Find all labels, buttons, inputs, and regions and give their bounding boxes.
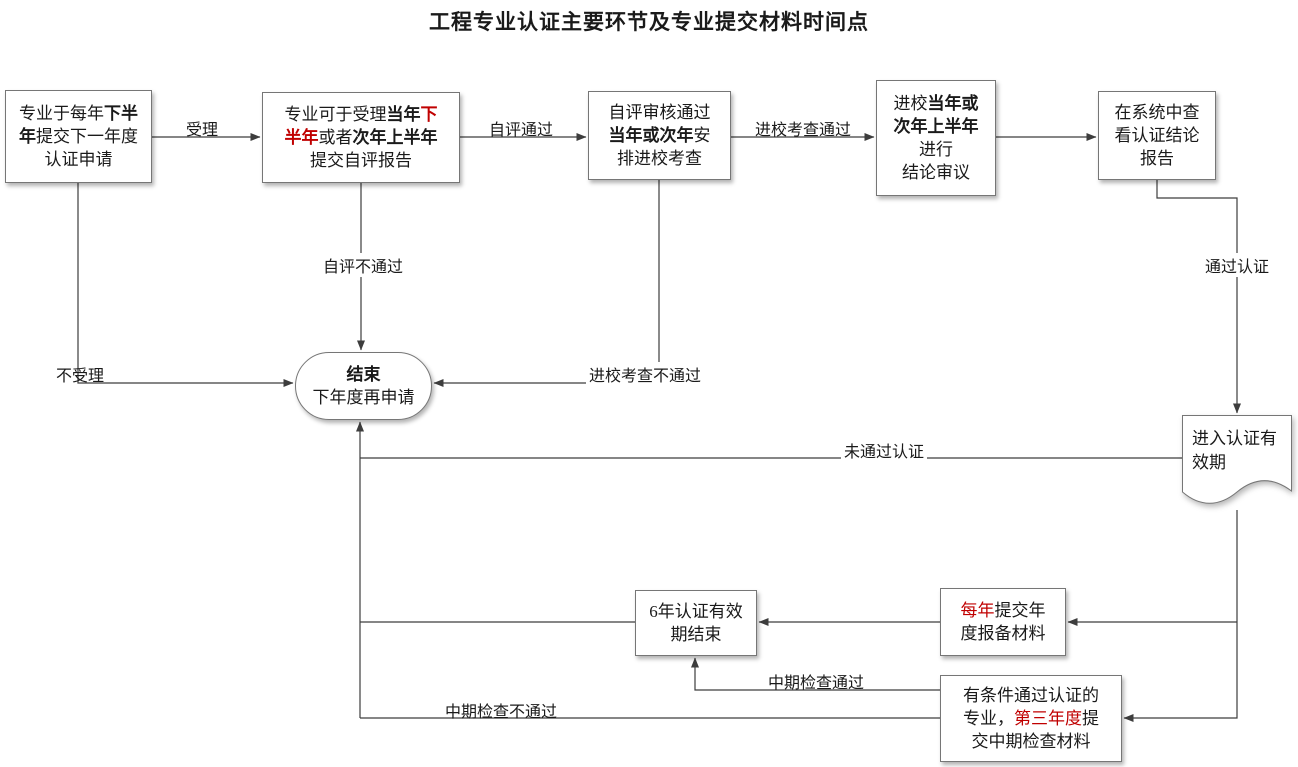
node-conclusion-review: 进校当年或次年上半年进行结论审议 bbox=[876, 80, 996, 196]
node-conditional-midterm-materials: 有条件通过认证的专业，第三年度提交中期检查材料 bbox=[940, 675, 1122, 762]
node-view-result-report: 在系统中查看认证结论报告 bbox=[1098, 91, 1216, 180]
edge-label-accept: 受理 bbox=[185, 122, 219, 139]
document-shape bbox=[1182, 415, 1292, 504]
edge-label-reject: 不受理 bbox=[55, 368, 105, 385]
edge-onsite-fail bbox=[433, 180, 660, 387]
edge-reject bbox=[77, 183, 294, 387]
edge-validity-to-conditional bbox=[1123, 510, 1238, 722]
node-six-year-validity-end: 6年认证有效期结束 bbox=[635, 590, 757, 656]
edge-label-self-eval-fail: 自评不通过 bbox=[319, 253, 407, 277]
edge-label-onsite-fail: 进校考查不通过 bbox=[585, 362, 705, 386]
edge-cert-pass bbox=[1156, 180, 1241, 414]
node-application-submit: 专业于每年下半年提交下一年度认证申请 bbox=[5, 90, 152, 183]
edge-label-cert-fail: 未通过认证 bbox=[840, 438, 928, 462]
node-end-reapply: 结束下年度再申请 bbox=[295, 352, 432, 420]
node-validity-period: 进入认证有效期 bbox=[1182, 415, 1292, 515]
edge-label-midterm-fail: 中期检查不通过 bbox=[444, 704, 558, 721]
node-annual-filing-materials: 每年提交年度报备材料 bbox=[940, 588, 1066, 656]
node-self-report-submit: 专业可于受理当年下半年或者次年上半年提交自评报告 bbox=[262, 92, 460, 183]
node-onsite-inspection: 自评审核通过当年或次年安排进校考查 bbox=[588, 91, 731, 180]
edge-label-cert-pass: 通过认证 bbox=[1201, 253, 1273, 277]
page-title: 工程专业认证主要环节及专业提交材料时间点 bbox=[429, 10, 869, 34]
edge-label-onsite-pass: 进校考查通过 bbox=[754, 122, 852, 139]
node-validity-text: 进入认证有效期 bbox=[1192, 429, 1277, 472]
edge-label-midterm-pass: 中期检查通过 bbox=[767, 675, 865, 692]
edge-midterm-pass bbox=[691, 657, 940, 691]
edge-label-self-eval-pass: 自评通过 bbox=[488, 122, 554, 139]
